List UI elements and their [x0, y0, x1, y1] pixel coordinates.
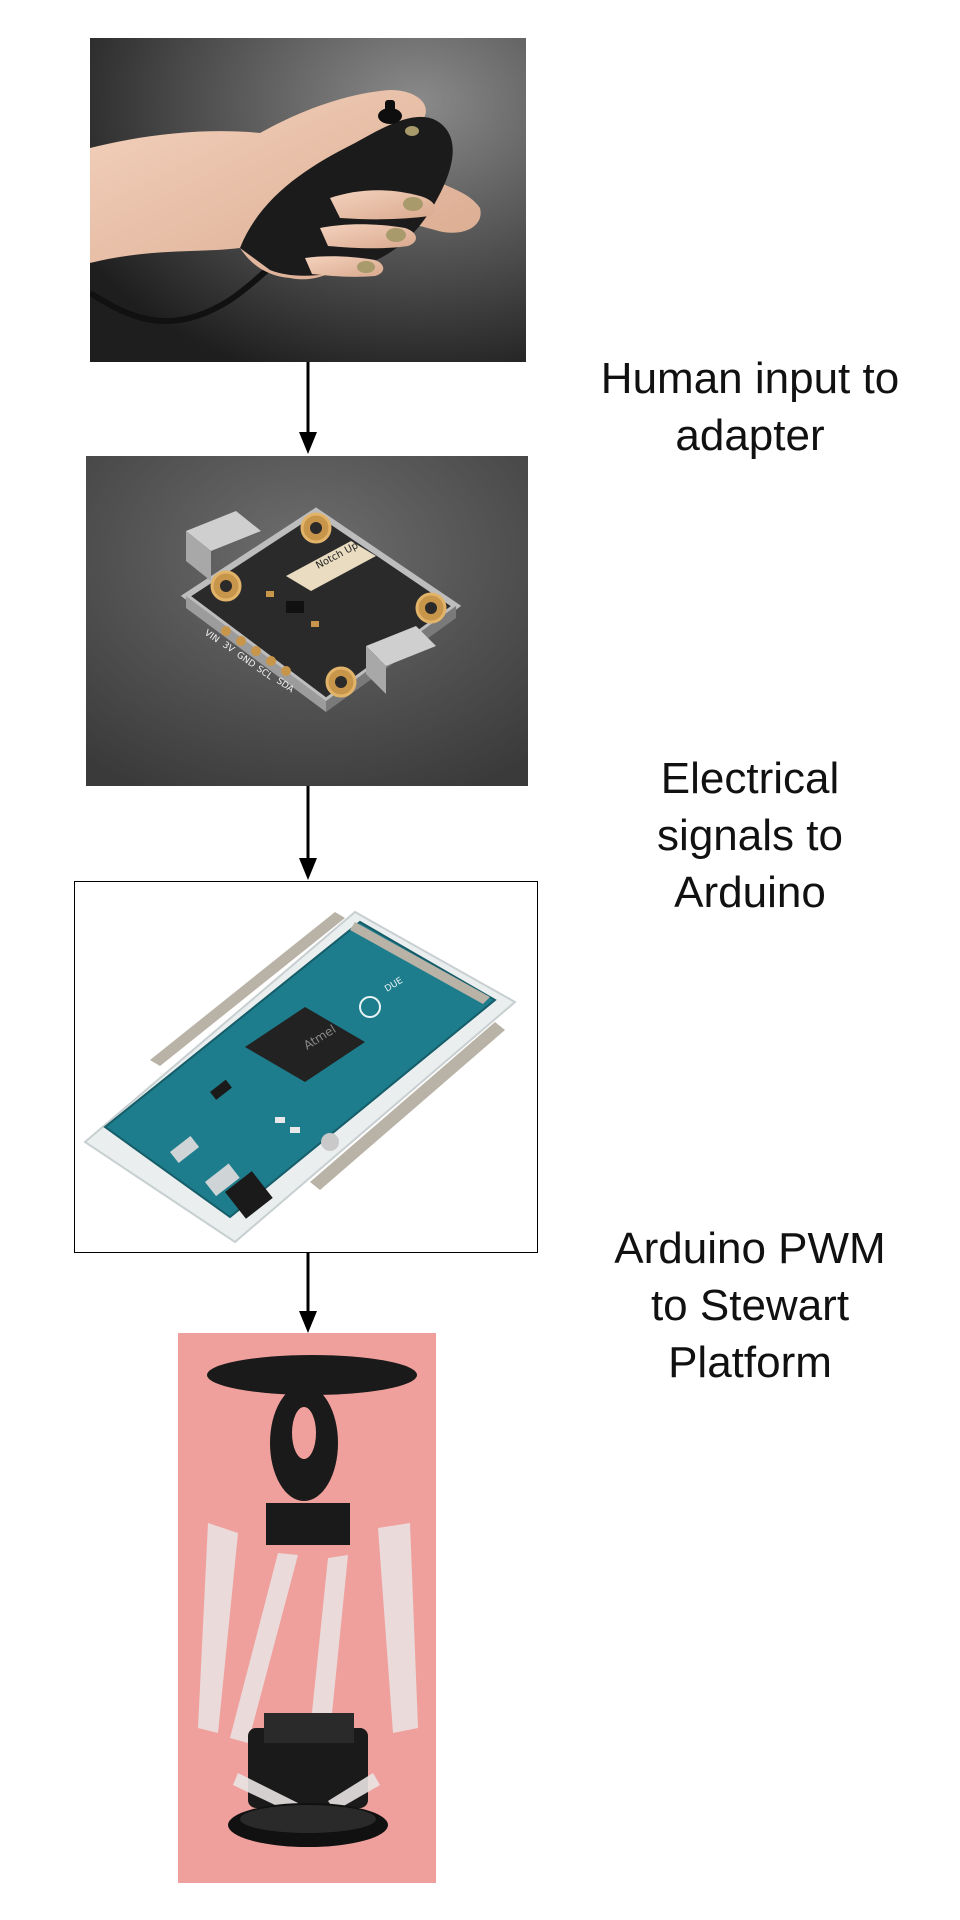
stewart-platform-photo: [178, 1333, 436, 1883]
step-label-line: Platform: [668, 1338, 832, 1387]
step-label-line: Human input to: [600, 354, 900, 403]
step-label-line: Arduino: [674, 868, 826, 917]
step-label-line: Electrical: [660, 754, 840, 803]
step-label-arduino-pwm: Arduino PWM to Stewart Platform: [565, 1220, 935, 1391]
step-label-line: to Stewart: [650, 1281, 850, 1330]
flow-arrow-3: [296, 1253, 320, 1335]
adapter-board-photo: Notch Up VIN 3V GND SCL SDA: [86, 456, 528, 786]
step-label-line: Arduino PWM: [614, 1224, 886, 1273]
step-label-human-input: Human input to adapter: [565, 350, 935, 464]
step-label-line: signals to: [657, 811, 843, 860]
nunchuk-photo: [90, 38, 526, 362]
flow-arrow-1: [296, 362, 320, 456]
flow-arrow-2: [296, 786, 320, 882]
step-label-line: adapter: [675, 411, 825, 460]
arduino-due-photo: Atmel DUE: [74, 881, 538, 1253]
step-label-electrical-signals: Electrical signals to Arduino: [565, 750, 935, 921]
